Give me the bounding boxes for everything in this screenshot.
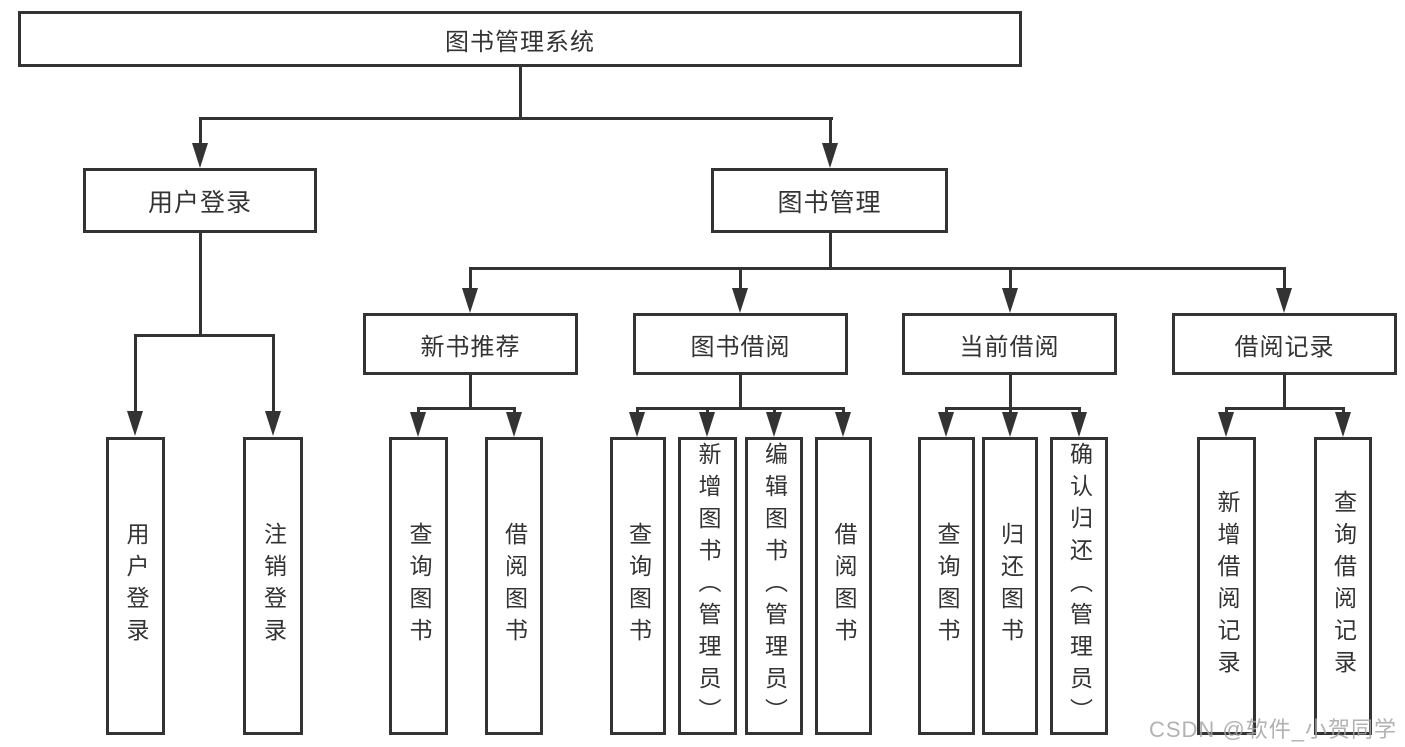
arrowhead-down [822, 143, 838, 168]
csdn-watermark: CSDN @软件_小贺同学 [1148, 717, 1397, 742]
leaf-logout: 注销登录 [243, 437, 303, 735]
leaf-label: 注销登录 [260, 522, 287, 650]
node-label: 图书管理 [777, 188, 882, 217]
connector-line [199, 119, 202, 147]
leaf-label: 归还图书 [997, 522, 1024, 650]
connector-line [469, 267, 1286, 270]
node-label: 图书管理系统 [445, 28, 595, 56]
arrowhead-down [732, 288, 748, 313]
node-new-book-recommend: 新书推荐 [363, 313, 578, 375]
leaf-add-borrow-record: 新增借阅记录 [1197, 437, 1256, 735]
connector-line [829, 119, 832, 147]
connector-line [1283, 269, 1286, 291]
leaf-borrow-books: 借阅图书 [815, 437, 872, 735]
leaf-label: 查询图书 [406, 522, 432, 650]
connector-line [199, 232, 202, 336]
arrowhead-down [1002, 288, 1018, 313]
leaf-borrow-books-recommend: 借阅图书 [485, 437, 543, 735]
connector-line [417, 407, 516, 410]
node-book-borrowing: 图书借阅 [633, 313, 848, 375]
arrowhead-down [835, 412, 851, 437]
leaf-label: 借阅图书 [501, 522, 528, 650]
leaf-return-books: 归还图书 [982, 437, 1038, 735]
node-borrowing-records: 借阅记录 [1172, 313, 1397, 375]
connector-line [829, 232, 832, 269]
connector-line [945, 407, 1081, 410]
leaf-label: 编辑图书（管理员） [761, 442, 788, 730]
leaf-query-books-recommend: 查询图书 [389, 437, 448, 735]
arrowhead-down [766, 412, 782, 437]
connector-line [469, 374, 472, 409]
node-label: 图书借阅 [690, 333, 791, 361]
arrowhead-down [127, 411, 143, 436]
connector-line [1283, 374, 1286, 409]
arrowhead-down [938, 412, 954, 437]
arrowhead-down [192, 143, 208, 168]
arrowhead-down [462, 288, 478, 313]
arrowhead-down [1218, 412, 1234, 437]
node-current-borrowing: 当前借阅 [902, 313, 1117, 375]
node-label: 用户登录 [147, 188, 252, 217]
arrowhead-down [506, 412, 522, 437]
leaf-add-books-admin: 新增图书（管理员） [678, 437, 737, 735]
leaf-label: 借阅图书 [831, 522, 857, 650]
leaf-user-login: 用户登录 [106, 437, 165, 735]
connector-line [1225, 407, 1345, 410]
arrowhead-down [1071, 412, 1087, 437]
connector-line [636, 407, 845, 410]
arrowhead-down [265, 411, 281, 436]
arrowhead-down [629, 412, 645, 437]
leaf-label: 查询借阅记录 [1330, 490, 1357, 682]
leaf-label: 新增图书（管理员） [695, 442, 721, 730]
connector-line [134, 334, 275, 337]
node-label: 新书推荐 [420, 333, 521, 361]
connector-line [469, 269, 472, 291]
leaf-label: 确认归还（管理员） [1066, 442, 1093, 730]
arrowhead-down [1335, 412, 1351, 437]
leaf-label: 新增借阅记录 [1214, 490, 1240, 682]
leaf-confirm-return-admin: 确认归还（管理员） [1050, 437, 1108, 735]
node-label: 当前借阅 [959, 333, 1060, 361]
leaf-query-books-current: 查询图书 [918, 437, 975, 735]
connector-line [739, 374, 742, 409]
connector-line [134, 336, 137, 413]
connector-line [1009, 269, 1012, 291]
connector-line [519, 66, 522, 119]
node-library-management-system: 图书管理系统 [18, 11, 1022, 67]
node-label: 借阅记录 [1234, 333, 1335, 361]
leaf-label: 查询图书 [625, 522, 652, 650]
node-user-login: 用户登录 [83, 168, 317, 233]
arrowhead-down [410, 412, 426, 437]
arrowhead-down [699, 412, 715, 437]
leaf-query-borrow-record: 查询借阅记录 [1314, 437, 1372, 735]
connector-line [739, 269, 742, 291]
leaf-label: 用户登录 [123, 522, 149, 650]
connector-line [272, 336, 275, 413]
connector-line [199, 117, 833, 120]
arrowhead-down [1276, 288, 1292, 313]
node-book-management: 图书管理 [711, 168, 948, 233]
arrowhead-down [1002, 412, 1018, 437]
leaf-label: 查询图书 [934, 522, 960, 650]
connector-line [1009, 374, 1012, 409]
leaf-edit-books-admin: 编辑图书（管理员） [745, 437, 803, 735]
leaf-query-books-borrowing: 查询图书 [610, 437, 666, 735]
